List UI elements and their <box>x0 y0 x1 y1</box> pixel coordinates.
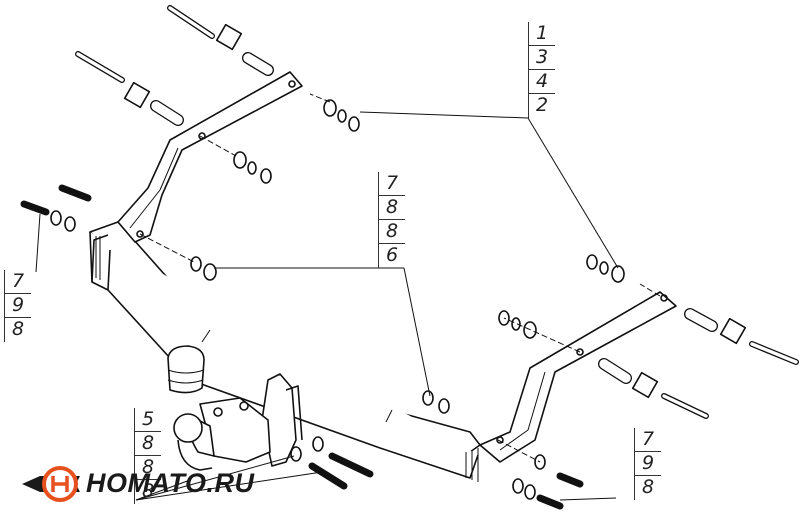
callout-bottom-right: 7 9 8 <box>634 428 661 500</box>
tow-ball-mount <box>173 373 303 471</box>
left-bracket-arm <box>117 71 303 243</box>
callout-left: 7 9 8 <box>4 270 31 342</box>
callout-label: 8 <box>379 220 405 244</box>
homato-logo-icon <box>22 466 80 502</box>
bolt-group-upper-left <box>75 5 274 126</box>
callout-label: 2 <box>535 94 549 116</box>
right-bracket-arm <box>479 291 677 463</box>
leader-lines <box>35 93 661 501</box>
callout-label: 8 <box>11 318 25 340</box>
callout-label: 8 <box>641 476 655 498</box>
washers-and-nuts <box>50 99 625 500</box>
callout-bottom-left: 5 8 8 8 <box>134 408 161 504</box>
callout-label: 7 <box>379 172 405 196</box>
callout-label: 7 <box>635 428 661 452</box>
ball-cap <box>167 345 205 394</box>
bolt-group-lower-right <box>598 308 799 419</box>
callout-label: 8 <box>379 196 405 220</box>
callout-label: 7 <box>5 270 31 294</box>
callout-top-right: 1 3 4 2 <box>528 22 555 118</box>
callout-label: 9 <box>5 294 31 318</box>
callout-label: 9 <box>635 452 661 476</box>
callout-label: 6 <box>385 244 399 266</box>
callout-label: 3 <box>529 46 555 70</box>
callout-center: 7 8 8 6 <box>378 172 405 268</box>
side-bolts <box>20 184 584 510</box>
callout-label: 4 <box>529 70 555 94</box>
callout-label: 1 <box>529 22 555 46</box>
callout-label: 8 <box>135 432 161 456</box>
logo-wordmark[interactable]: HOMATO.RU <box>86 468 255 498</box>
callout-label: 5 <box>135 408 161 432</box>
callout-label: 8 <box>141 480 155 502</box>
callout-label: 8 <box>135 456 161 480</box>
